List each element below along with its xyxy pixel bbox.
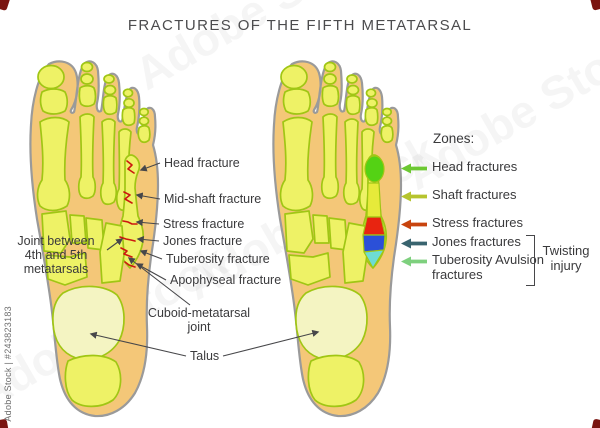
watermark-corner-mark	[0, 0, 12, 12]
left-arrow-icon	[401, 219, 427, 229]
left-arrow-icon	[401, 256, 427, 266]
label-line: metatarsals	[23, 262, 89, 276]
page-title: FRACTURES OF THE FIFTH METATARSAL	[127, 17, 473, 34]
zone-jones	[362, 234, 386, 253]
label-line: Cuboid-metatarsal	[147, 306, 251, 320]
label-line: Joint between	[17, 234, 95, 248]
left-foot-illustration	[29, 60, 160, 418]
zone-shaft	[366, 182, 382, 218]
talus-bone	[295, 285, 368, 361]
legend-item-shaft-fractures: Shaft fractures	[401, 187, 517, 203]
metatarsal-zones	[362, 155, 386, 269]
right-foot-illustration	[272, 60, 403, 418]
zone-tuberosity	[363, 249, 385, 269]
label-tuberosity-fracture: Tuberosity fracture	[166, 252, 270, 266]
zone-stress	[362, 216, 386, 236]
left-arrow-icon	[401, 191, 427, 201]
legend-item-tuberosity-avulsion-fractures: Tuberosity Avulsion fractures	[401, 252, 548, 282]
watermark-corner-mark	[590, 418, 600, 428]
label-jones-fracture: Jones fracture	[163, 234, 243, 248]
legend-item-head-fractures: Head fractures	[401, 159, 518, 175]
legend-item-stress-fractures: Stress fractures	[401, 215, 524, 231]
label-cuboid-metatarsal-joint: Cuboid-metatarsal joint	[138, 306, 260, 334]
legend-label: Tuberosity Avulsion fractures	[432, 252, 545, 282]
watermark-id-label: Adobe Stock | #243823183	[3, 306, 13, 422]
legend-heading: Zones:	[433, 131, 475, 146]
label-talus: Talus	[190, 349, 220, 363]
legend-label: Stress fractures	[432, 215, 524, 230]
legend-label: Head fractures	[432, 159, 518, 174]
foot-bones	[36, 61, 151, 408]
label-joint-4th-5th: Joint between 4th and 5th metatarsals	[2, 234, 110, 276]
label-line: Twisting	[542, 243, 590, 258]
twisting-injury-bracket	[526, 235, 535, 286]
label-stress-fracture: Stress fracture	[163, 217, 245, 231]
talus-bone	[52, 285, 125, 361]
label-twisting-injury: Twisting injury	[536, 243, 596, 274]
label-midshaft-fracture: Mid-shaft fracture	[164, 192, 262, 206]
zone-head	[364, 155, 385, 183]
watermark-corner-mark	[589, 0, 600, 11]
label-apophyseal-fracture: Apophyseal fracture	[170, 273, 282, 287]
legend-label: Jones fractures	[432, 234, 521, 249]
label-head-fracture: Head fracture	[164, 156, 240, 170]
label-line: injury	[550, 257, 582, 273]
foot-bones	[279, 61, 394, 408]
label-line: 4th and 5th	[24, 248, 88, 262]
legend-item-jones-fractures: Jones fractures	[401, 234, 521, 250]
left-arrow-icon	[401, 163, 427, 173]
left-arrow-icon	[401, 238, 427, 248]
label-line: joint	[187, 320, 211, 334]
legend-label: Shaft fractures	[432, 187, 517, 202]
